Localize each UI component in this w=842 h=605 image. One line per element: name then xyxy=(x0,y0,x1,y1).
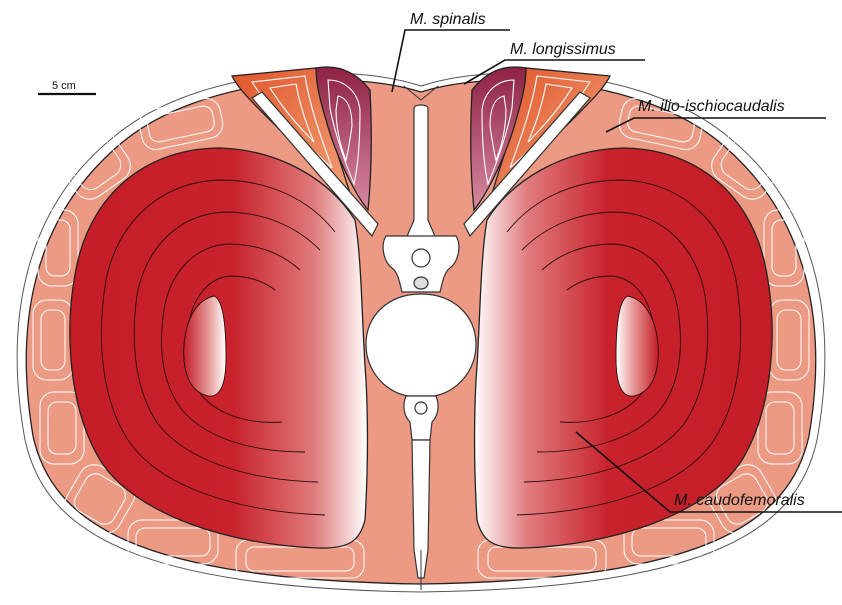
vertebral-centrum xyxy=(366,294,476,396)
scale-bar-label: 5 cm xyxy=(52,80,76,92)
label-caudofemoralis-text: M. caudofemoralis xyxy=(674,492,805,509)
label-ilio-ischiocaudalis-text: M. ilio-ischiocaudalis xyxy=(638,98,785,115)
haemal-canal xyxy=(415,402,427,414)
neural-canal xyxy=(412,249,430,267)
scale-bar: 5 cm xyxy=(38,80,96,94)
neural-canal-floor xyxy=(414,277,428,289)
label-longissimus-text: M. longissimus xyxy=(510,41,616,58)
label-spinalis-text: M. spinalis xyxy=(410,11,486,28)
